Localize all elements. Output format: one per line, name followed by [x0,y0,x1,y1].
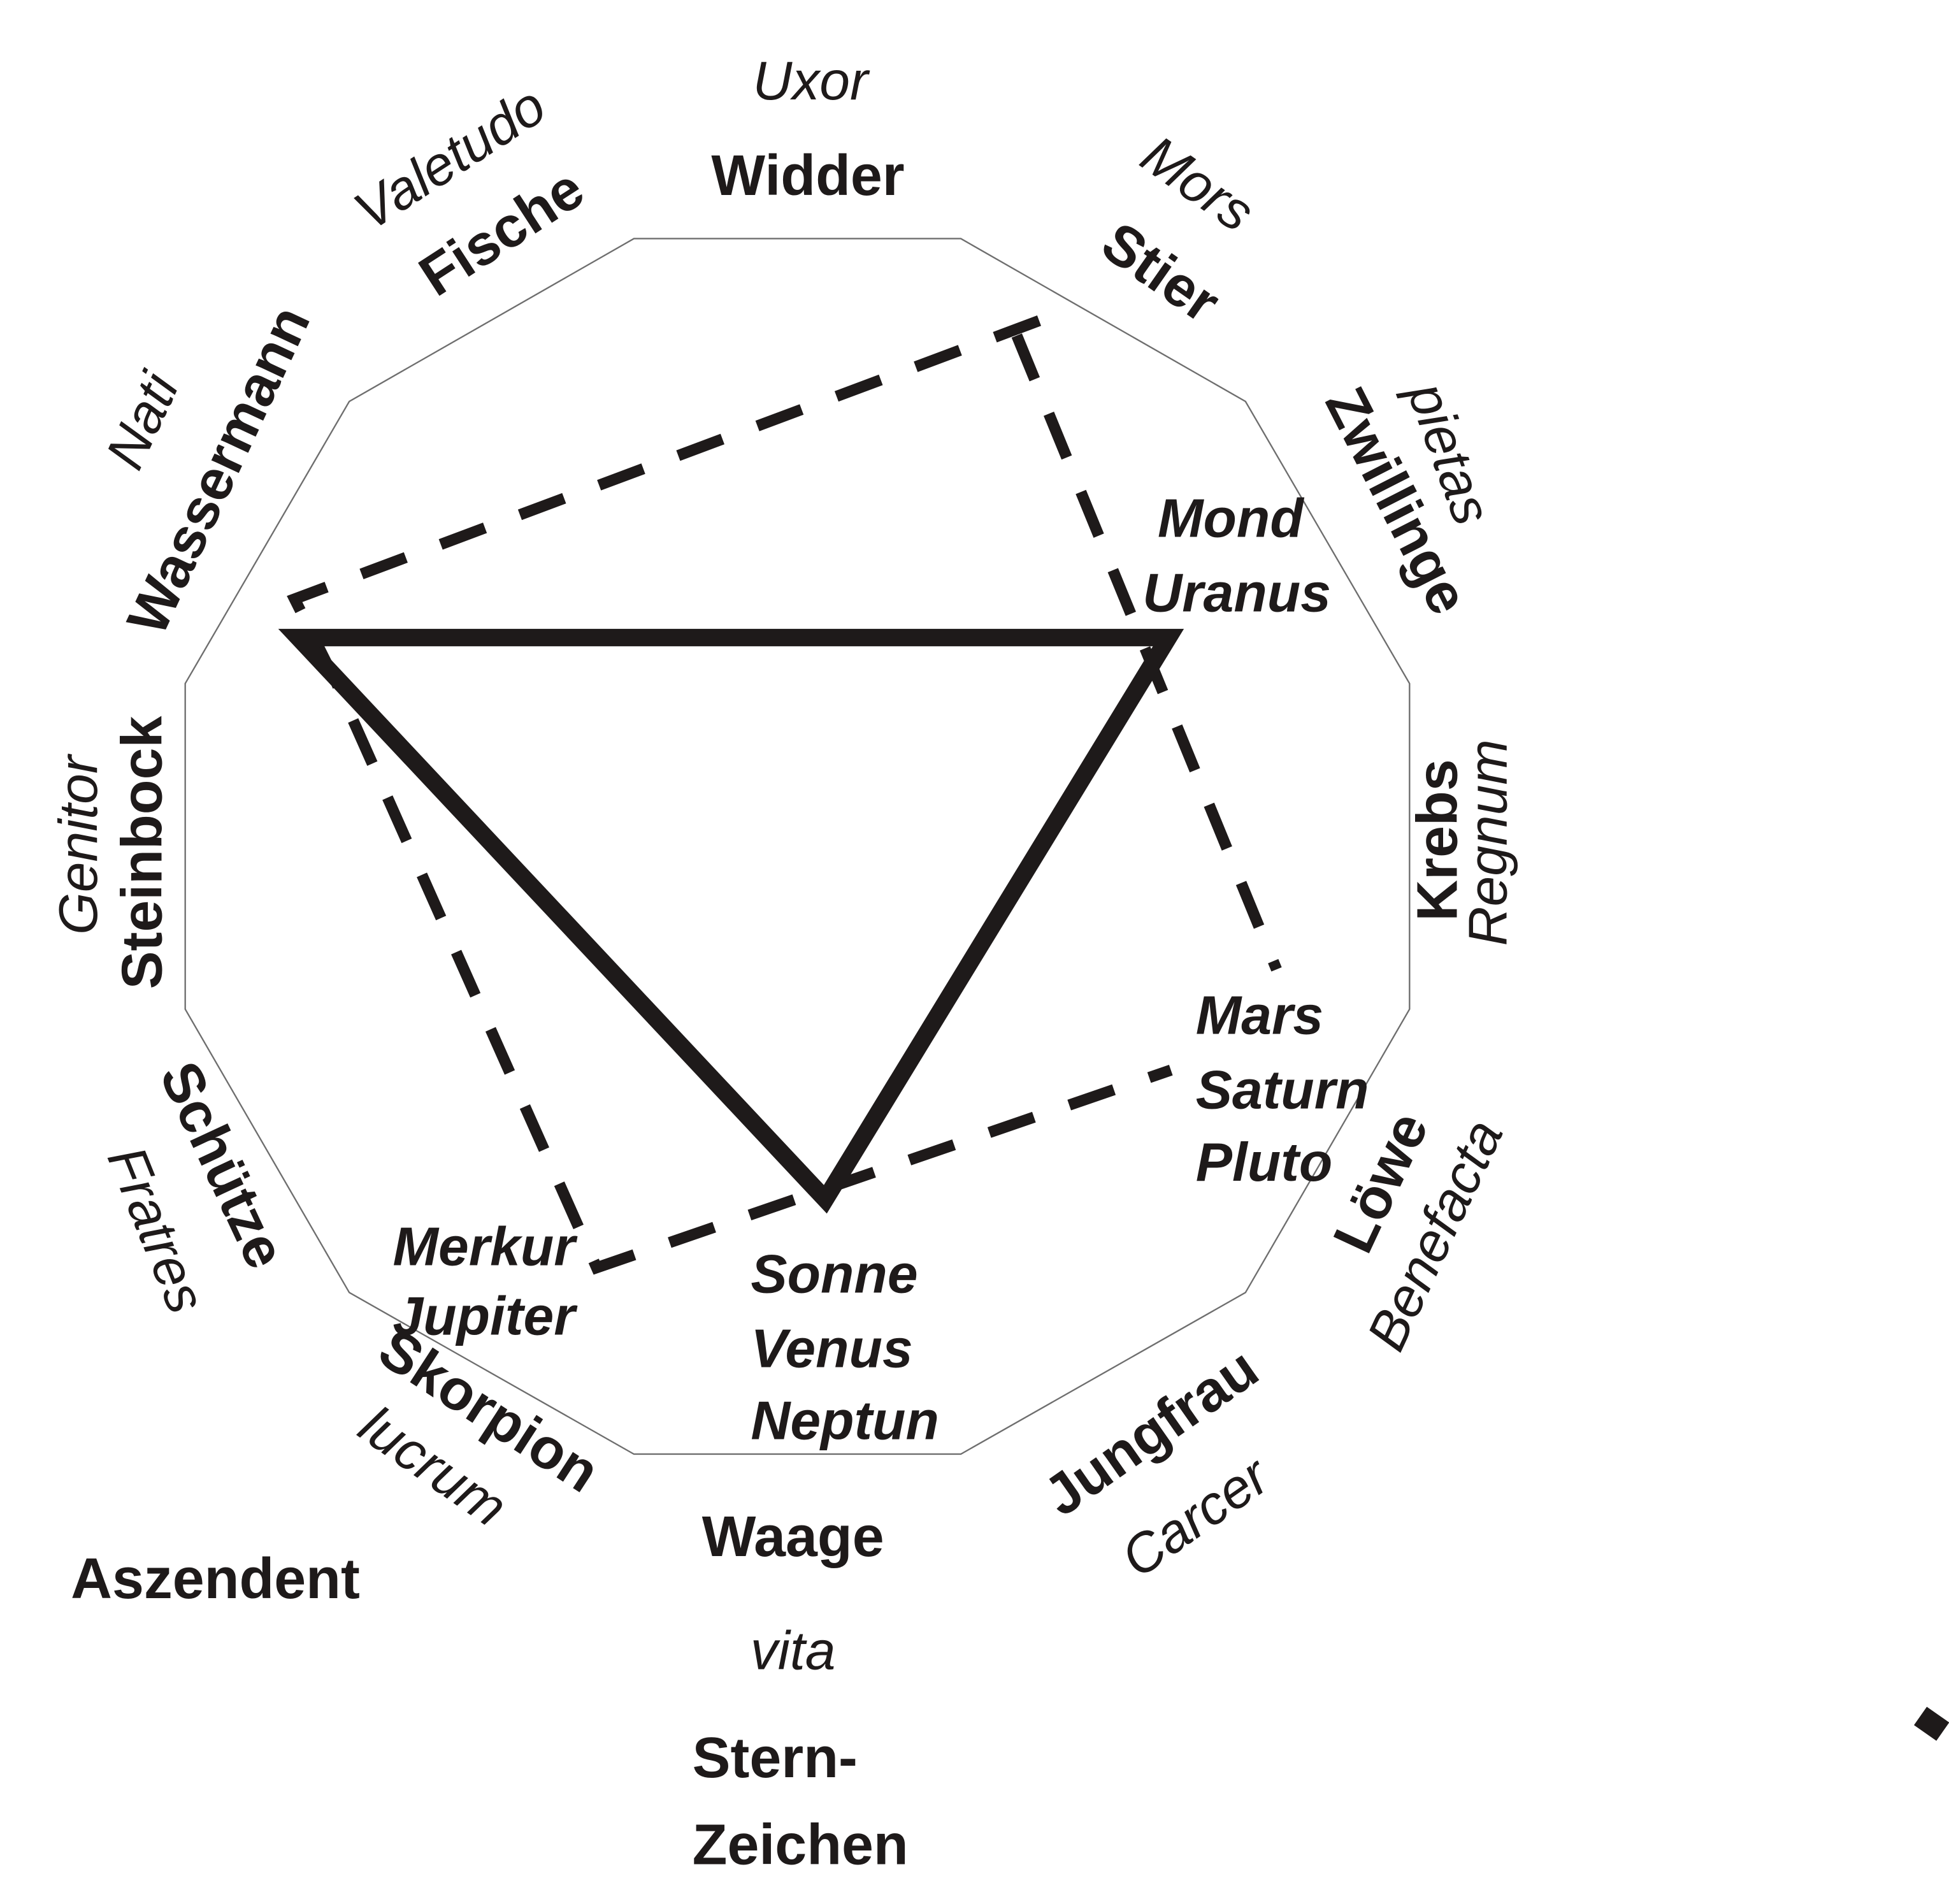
house-uxor: Uxor [752,50,870,112]
planet-pluto: Pluto [1196,1132,1333,1193]
corner-mark [1914,1706,1949,1741]
dodecagon-outline [184,238,1411,1455]
planet-saturn: Saturn [1196,1060,1369,1121]
caption-sternzeichen-2: Zeichen [693,1814,909,1877]
planet-mars: Mars [1196,985,1323,1046]
planet-uranus: Uranus [1142,563,1331,624]
dashed-square-right [1011,333,1282,972]
house-nati: Nati [94,363,191,478]
planet-merkur: Merkur [392,1216,578,1278]
house-mors: Mors [1130,124,1265,243]
planet-jupiter: Jupiter [392,1286,578,1347]
dashed-square [287,315,1173,1275]
solid-triangle [278,628,1184,1214]
caption-aszendent: Aszendent [71,1547,360,1611]
planet-neptun: Neptun [751,1390,939,1452]
planet-mond: Mond [1158,488,1304,549]
caption-sternzeichen-1: Stern- [693,1726,858,1790]
sign-krebs: Krebs [1406,759,1469,921]
planet-sonne: Sonne [751,1243,917,1304]
house-regnum: Regnum [1457,739,1518,946]
house-vita: vita [751,1620,836,1681]
sign-widder: Widder [711,144,904,208]
sign-waage: Waage [702,1505,884,1569]
planet-venus: Venus [751,1318,912,1379]
house-genitor: Genitor [48,753,109,935]
sign-steinbock: Steinbock [111,716,175,990]
